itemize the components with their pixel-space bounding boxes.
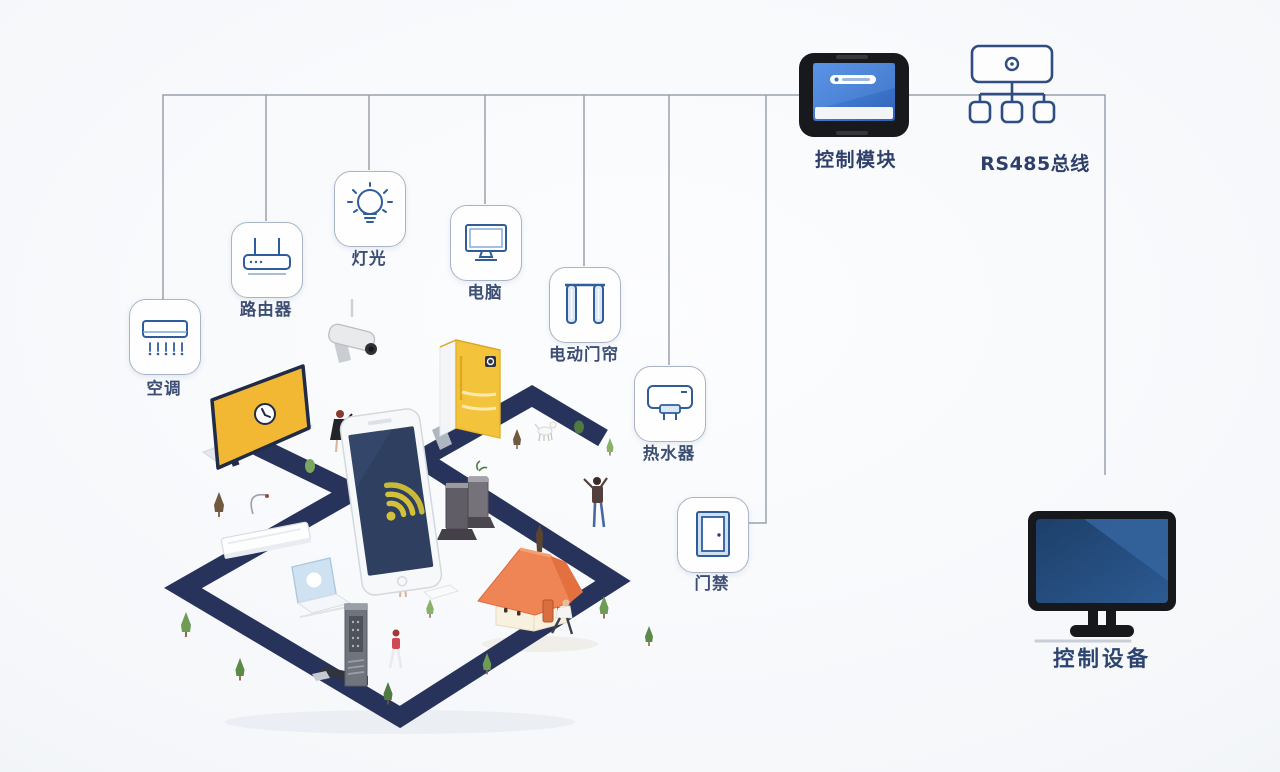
- control-module: [796, 48, 912, 146]
- door-access-icon: [696, 511, 730, 557]
- label-rs485-bus: RS485总线: [980, 153, 1090, 175]
- water-heater-icon: [647, 385, 693, 420]
- device-lighting: [334, 171, 406, 247]
- label-computer: 电脑: [467, 283, 503, 302]
- person-at-house: [550, 599, 574, 635]
- cable-swoosh: [250, 493, 267, 515]
- computer-monitor-icon: [465, 224, 507, 261]
- device-water-heater: [634, 366, 706, 442]
- person-walking-bottom: [388, 629, 403, 669]
- air-conditioner-icon: [142, 320, 188, 356]
- label-lighting: 灯光: [351, 249, 387, 268]
- house-door: [542, 599, 554, 623]
- network-tree-icon: [968, 44, 1056, 124]
- air-conditioner-unit: [220, 521, 311, 559]
- laptop: [291, 557, 353, 618]
- device-door-access: [677, 497, 749, 573]
- house: [477, 524, 583, 632]
- control-device: [1022, 505, 1182, 651]
- label-router: 路由器: [239, 300, 293, 319]
- router-icon: [243, 238, 291, 275]
- label-air-conditioner: 空调: [146, 379, 182, 398]
- label-water-heater: 热水器: [642, 444, 696, 463]
- label-electric-curtain: 电动门帘: [549, 345, 619, 364]
- isometric-path-loop: [164, 385, 631, 729]
- label-control-module: 控制模块: [814, 149, 897, 171]
- rs485-bus: [966, 44, 1058, 144]
- wifi-icon: [383, 482, 425, 521]
- smartphone-with-wifi: [339, 408, 443, 596]
- billboard: [201, 364, 314, 470]
- person-right: [583, 477, 608, 528]
- cctv-camera-icon: [328, 299, 377, 363]
- trees: [181, 429, 653, 705]
- tower-speakers: [437, 460, 495, 540]
- electric-curtain-icon: [565, 283, 605, 324]
- refrigerator: [432, 339, 501, 450]
- device-electric-curtain: [549, 267, 621, 343]
- connector-lines: [162, 94, 1106, 524]
- smart-door-lock: [312, 603, 368, 687]
- label-door-access: 门禁: [694, 574, 730, 593]
- device-router: [231, 222, 303, 298]
- label-control-device: 控制设备: [1052, 647, 1151, 672]
- desktop-monitor-icon: [1028, 511, 1176, 643]
- dog: [534, 421, 557, 442]
- device-air-conditioner: [129, 299, 201, 375]
- small-desk: [422, 584, 460, 600]
- light-bulb-icon: [347, 182, 393, 223]
- bush-on-path: [574, 420, 584, 434]
- device-computer: [450, 205, 522, 281]
- cable-dot: [265, 494, 269, 498]
- control-module-icon: [799, 53, 909, 137]
